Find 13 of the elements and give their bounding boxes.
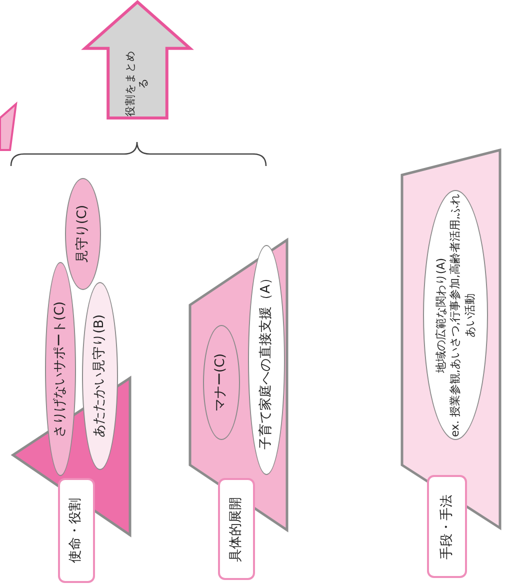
label-text: 役割をまとめる	[124, 49, 150, 118]
label-text: あたたかい見守り(B)	[92, 314, 108, 438]
label-text: 具体的展開	[228, 496, 244, 562]
label-text: 子育て家庭への直接支援（A）	[258, 271, 274, 449]
label-text: 見守り(C)	[74, 204, 91, 264]
label-text: ex. 授業参観,あいさつ,行事参加,高齢者活用,ふれあい活動	[448, 192, 477, 439]
label-text: マナー(C)	[213, 353, 230, 412]
label-text: 地域の広範な関わり(A)	[434, 257, 448, 373]
label-text: 使命・役割	[68, 498, 84, 563]
label-text: さりげないサポート(C)	[52, 300, 68, 438]
ellipse-node	[65, 178, 101, 290]
ellipse-node	[45, 262, 76, 476]
label-text: 手段・手法	[438, 494, 455, 559]
